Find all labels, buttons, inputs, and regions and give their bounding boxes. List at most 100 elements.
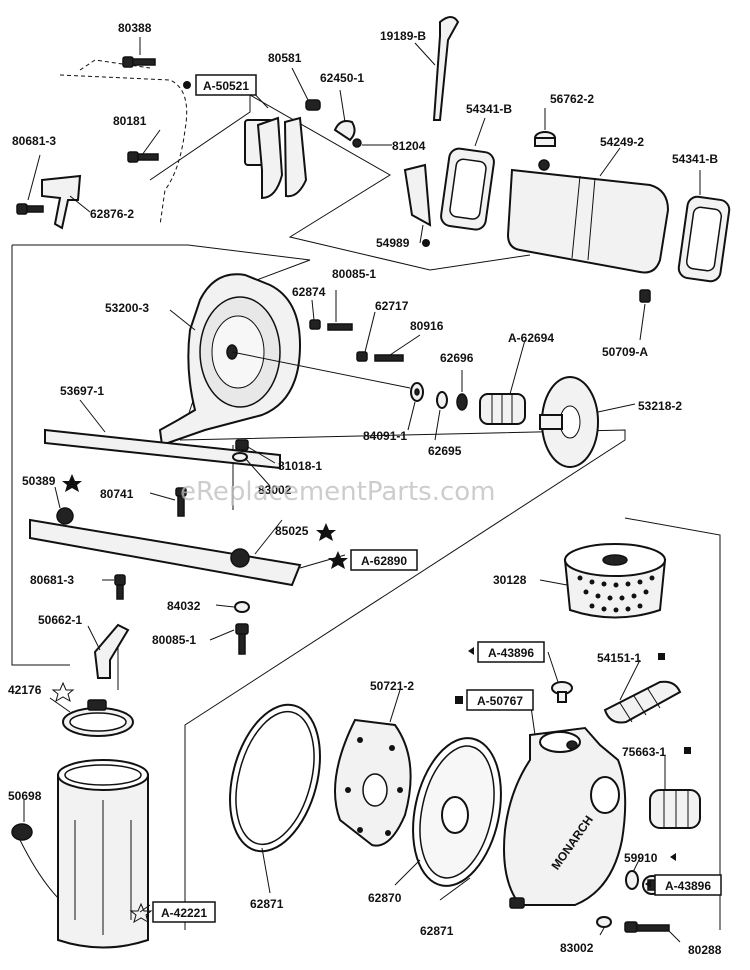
label-59910: 59910 bbox=[624, 851, 658, 865]
label-a62694: A-62694 bbox=[508, 331, 554, 345]
label-a42221: A-42221 bbox=[161, 906, 207, 920]
screw-80581 bbox=[305, 99, 321, 111]
filter-tube-a42221 bbox=[57, 759, 149, 949]
bolt-80741 bbox=[175, 487, 187, 517]
label-80741: 80741 bbox=[100, 487, 134, 501]
label-59910-group: 59910 bbox=[624, 851, 676, 865]
label-50662: 50662-1 bbox=[38, 613, 82, 627]
washer-83002-bottom bbox=[596, 916, 612, 928]
ref-box-a43896-top: A-43896 bbox=[468, 641, 545, 663]
engine-outline bbox=[59, 59, 188, 226]
bolt-80388 bbox=[122, 56, 156, 68]
label-85025: 85025 bbox=[275, 524, 309, 538]
gasket-62871-left bbox=[229, 703, 321, 853]
ref-box-a50521: A-50521 bbox=[183, 74, 257, 96]
label-80288: 80288 bbox=[688, 943, 722, 957]
impeller-53218 bbox=[539, 376, 599, 468]
label-53218: 53218-2 bbox=[638, 399, 682, 413]
label-53200: 53200-3 bbox=[105, 301, 149, 315]
label-a50521: A-50521 bbox=[203, 79, 249, 93]
port-54249 bbox=[538, 159, 550, 171]
nipple-54151 bbox=[603, 680, 682, 724]
label-84032: 84032 bbox=[167, 599, 201, 613]
seal-a62694 bbox=[479, 393, 526, 425]
label-54151-group: 54151-1 bbox=[597, 651, 665, 665]
bolt-80681-top bbox=[16, 203, 44, 215]
bolt-80681-mid bbox=[114, 574, 126, 600]
label-62876: 62876-2 bbox=[90, 207, 134, 221]
strainer-30128 bbox=[563, 543, 667, 619]
label-62871-right: 62871 bbox=[420, 924, 454, 938]
label-62871-left: 62871 bbox=[250, 897, 284, 911]
label-50389: 50389 bbox=[22, 474, 56, 488]
label-81204: 81204 bbox=[392, 139, 426, 153]
heat-shield-54989 bbox=[403, 163, 432, 227]
label-80085-mid: 80085-1 bbox=[152, 633, 196, 647]
label-50698: 50698 bbox=[8, 789, 42, 803]
rod-19189b bbox=[432, 16, 460, 121]
plug-a43896-top bbox=[551, 681, 573, 703]
label-62696: 62696 bbox=[440, 351, 474, 365]
label-80681-mid: 80681-3 bbox=[30, 573, 74, 587]
bolt-pump-lower bbox=[509, 897, 525, 909]
label-85025-group: 85025 bbox=[275, 523, 336, 541]
flange-53200 bbox=[158, 273, 302, 447]
cap-56762 bbox=[534, 131, 556, 147]
washer-84091 bbox=[410, 382, 424, 402]
rail-53697 bbox=[44, 428, 281, 470]
plate-50721 bbox=[334, 718, 412, 847]
mount-bracket-a50521 bbox=[244, 116, 308, 200]
label-a43896-top: A-43896 bbox=[488, 646, 534, 660]
bracket-62876 bbox=[41, 174, 82, 230]
nipple-75663 bbox=[649, 789, 701, 829]
part-labels: 80388 19189-B 80581 62450-1 80181 81204 … bbox=[8, 21, 722, 957]
bracket-50662 bbox=[93, 623, 130, 679]
nut-81018 bbox=[235, 439, 249, 451]
label-a62890: A-62890 bbox=[361, 554, 407, 568]
nut-84032 bbox=[234, 601, 250, 613]
label-50721: 50721-2 bbox=[370, 679, 414, 693]
label-30128: 30128 bbox=[493, 573, 527, 587]
seal-plate-62870 bbox=[412, 737, 502, 887]
label-62695: 62695 bbox=[428, 444, 462, 458]
label-80181: 80181 bbox=[113, 114, 147, 128]
bolt-80288 bbox=[624, 921, 670, 933]
pump-body-a50767: MONARCH bbox=[503, 726, 627, 906]
label-80916: 80916 bbox=[410, 319, 444, 333]
label-62450: 62450-1 bbox=[320, 71, 364, 85]
label-54151: 54151-1 bbox=[597, 651, 641, 665]
bolt-80085-top bbox=[309, 319, 353, 331]
leader-lines bbox=[23, 37, 701, 943]
label-80581: 80581 bbox=[268, 51, 302, 65]
label-54989: 54989 bbox=[376, 236, 410, 250]
label-80388: 80388 bbox=[118, 21, 152, 35]
label-a43896-bottom: A-43896 bbox=[665, 879, 711, 893]
ref-box-a62890: A-62890 bbox=[328, 549, 418, 571]
muffler-frame-54341b-left bbox=[440, 147, 495, 231]
label-81018: 81018-1 bbox=[278, 459, 322, 473]
bolt-80916 bbox=[356, 351, 404, 362]
label-56762: 56762-2 bbox=[550, 92, 594, 106]
bolt-80181 bbox=[127, 151, 159, 163]
fitting-50709a bbox=[639, 289, 651, 303]
label-54249: 54249-2 bbox=[600, 135, 644, 149]
label-19189b: 19189-B bbox=[380, 29, 426, 43]
washer-62696 bbox=[456, 393, 468, 411]
label-53697: 53697-1 bbox=[60, 384, 104, 398]
label-62870: 62870 bbox=[368, 891, 402, 905]
ref-box-a42221: A-42221 bbox=[129, 901, 216, 924]
label-75663: 75663-1 bbox=[622, 745, 666, 759]
label-80085-top: 80085-1 bbox=[332, 267, 376, 281]
label-a50767: A-50767 bbox=[477, 694, 523, 708]
hose-clamp-42176 bbox=[62, 699, 134, 737]
label-83002-mid: 83002 bbox=[258, 483, 292, 497]
muffler-frame-54341b-right bbox=[677, 195, 731, 283]
axis-line bbox=[231, 351, 411, 389]
watermark-text: eReplacementParts.com bbox=[180, 477, 496, 507]
label-42176-group: 42176 bbox=[8, 681, 75, 703]
clamp-62450 bbox=[333, 120, 362, 148]
washer-59910 bbox=[625, 870, 639, 890]
label-54341b-right: 54341-B bbox=[672, 152, 718, 166]
ref-box-a43896-bottom: A-43896 bbox=[645, 874, 722, 896]
